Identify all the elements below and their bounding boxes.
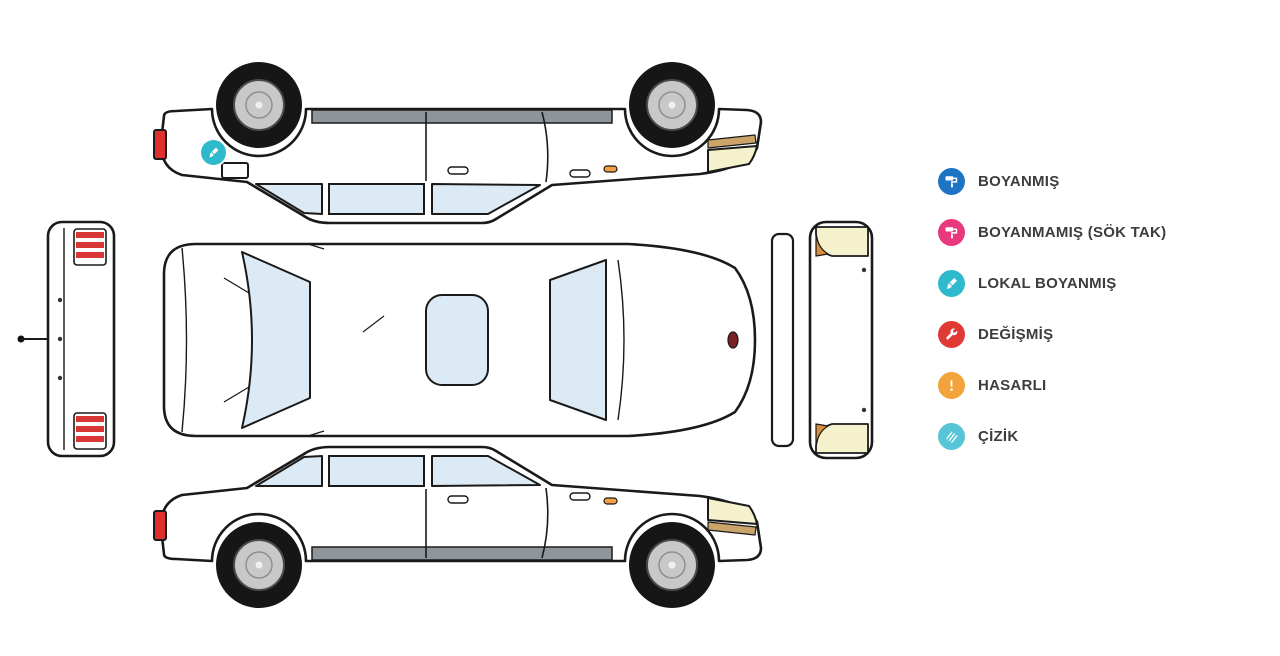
legend-item: DEĞİŞMİŞ bbox=[938, 321, 1166, 348]
legend-item: BOYANMIŞ bbox=[938, 168, 1166, 195]
rear-view[interactable] bbox=[17, 220, 116, 458]
trunk-lock bbox=[727, 331, 739, 349]
car-diagram bbox=[17, 60, 874, 610]
legend-label: ÇİZİK bbox=[978, 428, 1019, 445]
windshield-band bbox=[770, 232, 795, 448]
legend-label: BOYANMAMIŞ (SÖK TAK) bbox=[978, 224, 1167, 241]
wrench-icon bbox=[938, 321, 965, 348]
taillight-left bbox=[73, 228, 107, 266]
left-side-view[interactable] bbox=[152, 60, 763, 225]
damage-marker[interactable] bbox=[201, 140, 226, 165]
legend-item: ÇİZİK bbox=[938, 423, 1166, 450]
legend-item: HASARLI bbox=[938, 372, 1166, 399]
right-side-view[interactable] bbox=[152, 445, 763, 610]
legend: BOYANMIŞ BOYANMAMIŞ (SÖK TAK) LOKAL BOYANM… bbox=[938, 168, 1166, 450]
scratch-icon bbox=[938, 423, 965, 450]
paint-roller-icon bbox=[938, 219, 965, 246]
front-view[interactable] bbox=[770, 220, 874, 460]
legend-label: BOYANMIŞ bbox=[978, 173, 1060, 190]
paint-brush-icon bbox=[938, 270, 965, 297]
fuel-door bbox=[221, 162, 249, 179]
paint-roller-icon bbox=[938, 168, 965, 195]
legend-item: BOYANMAMIŞ (SÖK TAK) bbox=[938, 219, 1166, 246]
top-view[interactable] bbox=[162, 242, 757, 438]
taillight-right bbox=[73, 412, 107, 450]
legend-label: LOKAL BOYANMIŞ bbox=[978, 275, 1117, 292]
legend-label: DEĞİŞMİŞ bbox=[978, 326, 1054, 343]
exclamation-icon bbox=[938, 372, 965, 399]
legend-item: LOKAL BOYANMIŞ bbox=[938, 270, 1166, 297]
headlight-right bbox=[815, 423, 869, 454]
marker-layer bbox=[201, 140, 226, 165]
headlight-left bbox=[815, 226, 869, 257]
legend-label: HASARLI bbox=[978, 377, 1047, 394]
